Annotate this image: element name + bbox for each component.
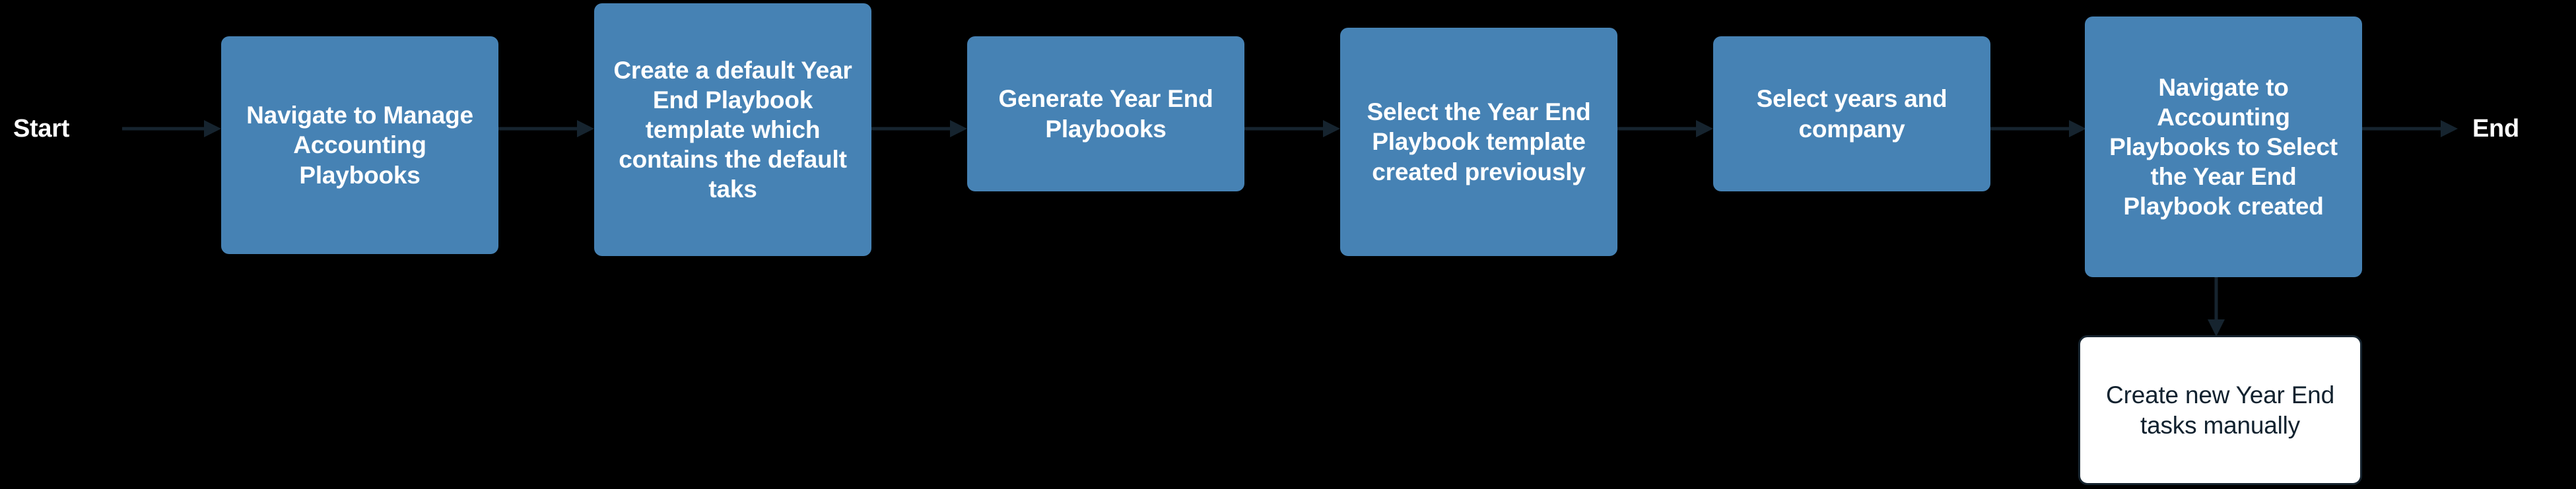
edge-start-to-node1 [122,117,221,140]
node-navigate-accounting-playbooks-select-year-end-playbook-created[interactable]: Navigate to Accounting Playbooks to Sele… [2085,16,2362,277]
edge-node2-to-node3 [871,117,967,140]
node-generate-year-end-playbooks[interactable]: Generate Year End Playbooks [967,36,1244,191]
edge-node6-to-end [2362,117,2458,140]
edge-node5-to-node6 [1990,117,2086,140]
node-navigate-manage-accounting-playbooks[interactable]: Navigate to Manage Accounting Playbooks [221,36,498,254]
edge-node1-to-node2 [498,117,594,140]
node-select-year-end-playbook-template-created-previously[interactable]: Select the Year End Playbook template cr… [1340,28,1617,256]
edge-node3-to-node4 [1244,117,1340,140]
start-terminal-label: Start [13,114,70,143]
edge-node6-to-node7 [2205,277,2227,337]
node-create-default-year-end-playbook-template[interactable]: Create a default Year End Playbook templ… [594,3,871,256]
edge-node4-to-node5 [1617,117,1713,140]
node-create-new-year-end-tasks-manually[interactable]: Create new Year End tasks manually [2078,335,2362,485]
end-terminal-label: End [2472,114,2519,143]
node-select-years-and-company[interactable]: Select years and company [1713,36,1990,191]
